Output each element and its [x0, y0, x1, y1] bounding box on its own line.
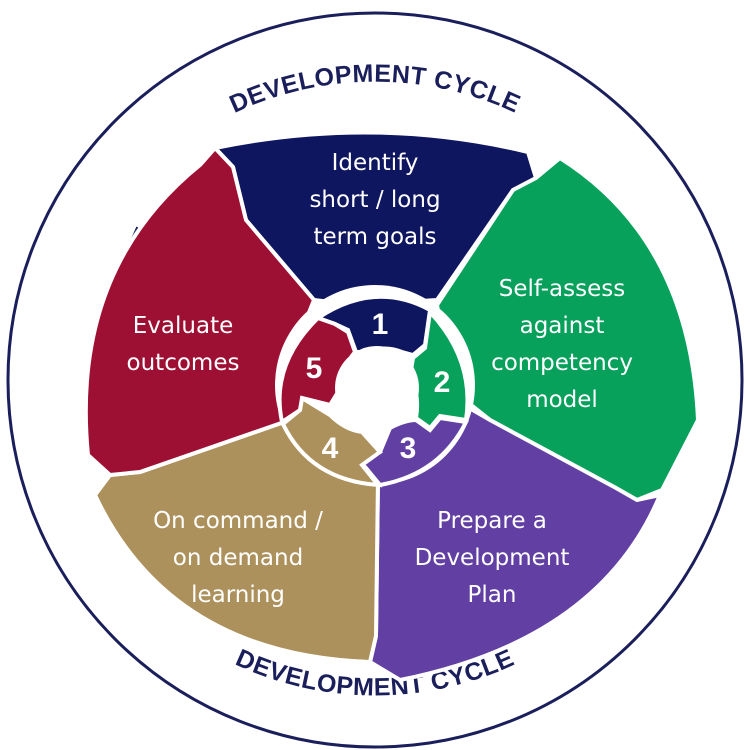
segment-number-2: 2	[434, 366, 451, 399]
segment-label-line: learning	[191, 582, 285, 608]
segment-label-line: outcomes	[127, 350, 240, 376]
segment-label-line: Prepare a	[437, 508, 547, 534]
segment-label-5: Evaluate outcomes	[127, 313, 240, 376]
segment-number-5: 5	[306, 352, 323, 385]
segment-label-line: competency	[491, 350, 633, 376]
segment-label-line: on demand	[173, 545, 303, 571]
segment-label-line: Self-assess	[499, 276, 625, 302]
segment-number-1: 1	[372, 308, 389, 341]
center-hub	[335, 346, 419, 430]
segment-label-line: Development	[415, 545, 570, 571]
segment-label-1: Identify short / long term goals	[309, 150, 440, 250]
segment-label-4: On command / on demand learning	[153, 508, 323, 608]
segment-evaluate-outcomes	[83, 145, 317, 478]
segment-label-line: model	[526, 387, 598, 413]
segment-label-line: Evaluate	[133, 313, 233, 339]
segment-label-line: On command /	[153, 508, 323, 534]
segment-number-3: 3	[400, 432, 417, 465]
segment-label-line: Plan	[468, 582, 517, 608]
segment-label-line: term goals	[313, 224, 436, 250]
segment-number-4: 4	[322, 432, 339, 465]
segment-label-line: Identify	[332, 150, 419, 176]
segment-label-line: short / long	[309, 187, 440, 213]
segment-label-2: Self-assess against competency model	[491, 276, 633, 413]
segment-label-line: against	[520, 313, 605, 339]
